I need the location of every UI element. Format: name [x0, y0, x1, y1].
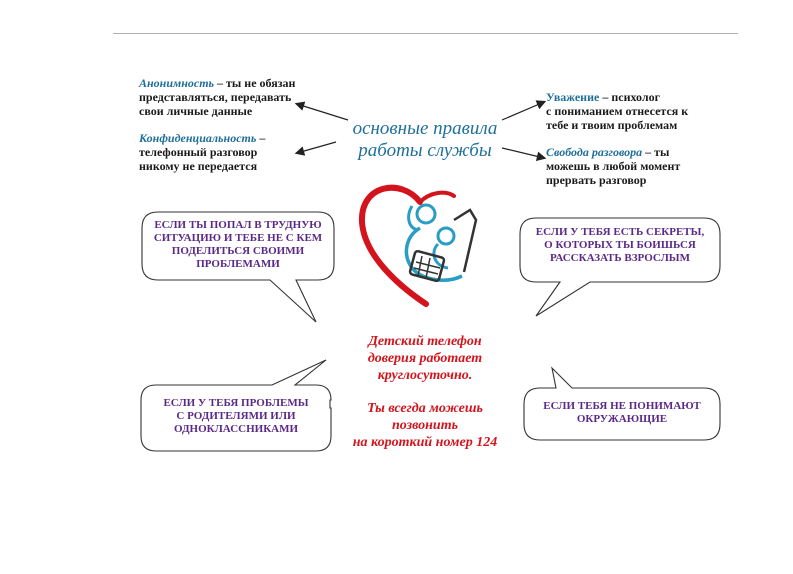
- title: основные правила работы службы: [340, 118, 510, 162]
- center-gap: [330, 384, 520, 400]
- rule-freedom-line3: прервать разговор: [546, 173, 647, 187]
- bubble-top-right-line2: О КОТОРЫХ ТЫ БОИШЬСЯ: [544, 239, 696, 251]
- rule-freedom-line1: – ты: [645, 145, 670, 159]
- bubble-bottom-left-line2: С РОДИТЕЛЯМИ ИЛИ: [176, 410, 296, 422]
- center-line3: круглосуточно.: [377, 368, 473, 383]
- rule-respect-line1: – психолог: [602, 90, 661, 104]
- rule-anonymity-line1: – ты не обязан: [217, 76, 296, 90]
- bubble-top-left-line2: СИТУАЦИЮ И ТЕБЕ НЕ С КЕМ: [153, 232, 323, 244]
- bubble-text-bottom-left: ЕСЛИ У ТЕБЯ ПРОБЛЕМЫ С РОДИТЕЛЯМИ ИЛИ ОД…: [148, 397, 324, 436]
- center-message: Детский телефон доверия работает круглос…: [330, 333, 520, 451]
- bubble-bottom-right-line1: ЕСЛИ ТЕБЯ НЕ ПОНИМАЮТ: [543, 400, 701, 412]
- rule-respect: Уважение – психолог с пониманием отнесет…: [546, 90, 721, 132]
- bubble-text-top-right: ЕСЛИ У ТЕБЯ ЕСТЬ СЕКРЕТЫ, О КОТОРЫХ ТЫ Б…: [528, 226, 712, 265]
- center-line2: доверия работает: [367, 351, 483, 366]
- center-line5: позвонить: [392, 418, 458, 433]
- rule-anonymity-line3: свои личные данные: [139, 104, 253, 118]
- bubble-text-top-left: ЕСЛИ ТЫ ПОПАЛ В ТРУДНУЮ СИТУАЦИЮ И ТЕБЕ …: [150, 219, 326, 271]
- rule-freedom: Свобода разговора – ты можешь в любой мо…: [546, 145, 721, 187]
- rule-confidentiality: Конфиденциальность – телефонный разговор…: [139, 131, 314, 173]
- rule-anonymity-term: Анонимность: [139, 76, 215, 90]
- rule-confidentiality-line1: –: [259, 131, 266, 145]
- rule-anonymity: Анонимность – ты не обязан представлятьс…: [139, 76, 314, 118]
- heart-mother-child-phone-icon: [358, 184, 478, 307]
- center-line1: Детский телефон: [368, 334, 482, 349]
- top-divider: [113, 33, 738, 34]
- rule-respect-line2: с пониманием отнесется к: [546, 104, 689, 118]
- rule-confidentiality-term: Конфиденциальность: [139, 131, 257, 145]
- bubble-bottom-left-line1: ЕСЛИ У ТЕБЯ ПРОБЛЕМЫ: [163, 397, 309, 409]
- center-line6: на короткий номер 124: [352, 435, 498, 450]
- rule-freedom-term: Свобода разговора: [546, 145, 643, 159]
- bubble-text-bottom-right: ЕСЛИ ТЕБЯ НЕ ПОНИМАЮТ ОКРУЖАЮЩИЕ: [530, 400, 714, 426]
- bubble-bottom-right-line2: ОКРУЖАЮЩИЕ: [576, 413, 668, 425]
- rule-freedom-line2: можешь в любой момент: [546, 159, 681, 173]
- rule-anonymity-line2: представляться, передавать: [139, 90, 292, 104]
- rule-respect-line3: тебе и твоим проблемам: [546, 118, 678, 132]
- title-line2: работы службы: [358, 140, 492, 161]
- center-line4: Ты всегда можешь: [367, 401, 483, 416]
- rule-confidentiality-line2: телефонный разговор: [139, 145, 258, 159]
- rule-confidentiality-line3: никому не передается: [139, 159, 258, 173]
- bubble-bottom-left-line3: ОДНОКЛАССНИКАМИ: [173, 423, 299, 435]
- title-line1: основные правила: [352, 118, 498, 139]
- bubble-top-right-line3: РАССКАЗАТЬ ВЗРОСЛЫМ: [550, 252, 690, 264]
- bubble-top-left-line3: ПОДЕЛИТЬСЯ СВОИМИ: [171, 245, 305, 257]
- bubble-top-left-line4: ПРОБЛЕМАМИ: [196, 258, 280, 270]
- bubble-top-left-line1: ЕСЛИ ТЫ ПОПАЛ В ТРУДНУЮ: [154, 219, 322, 231]
- bubble-top-right-line1: ЕСЛИ У ТЕБЯ ЕСТЬ СЕКРЕТЫ,: [535, 226, 705, 238]
- rule-respect-term: Уважение: [546, 90, 600, 104]
